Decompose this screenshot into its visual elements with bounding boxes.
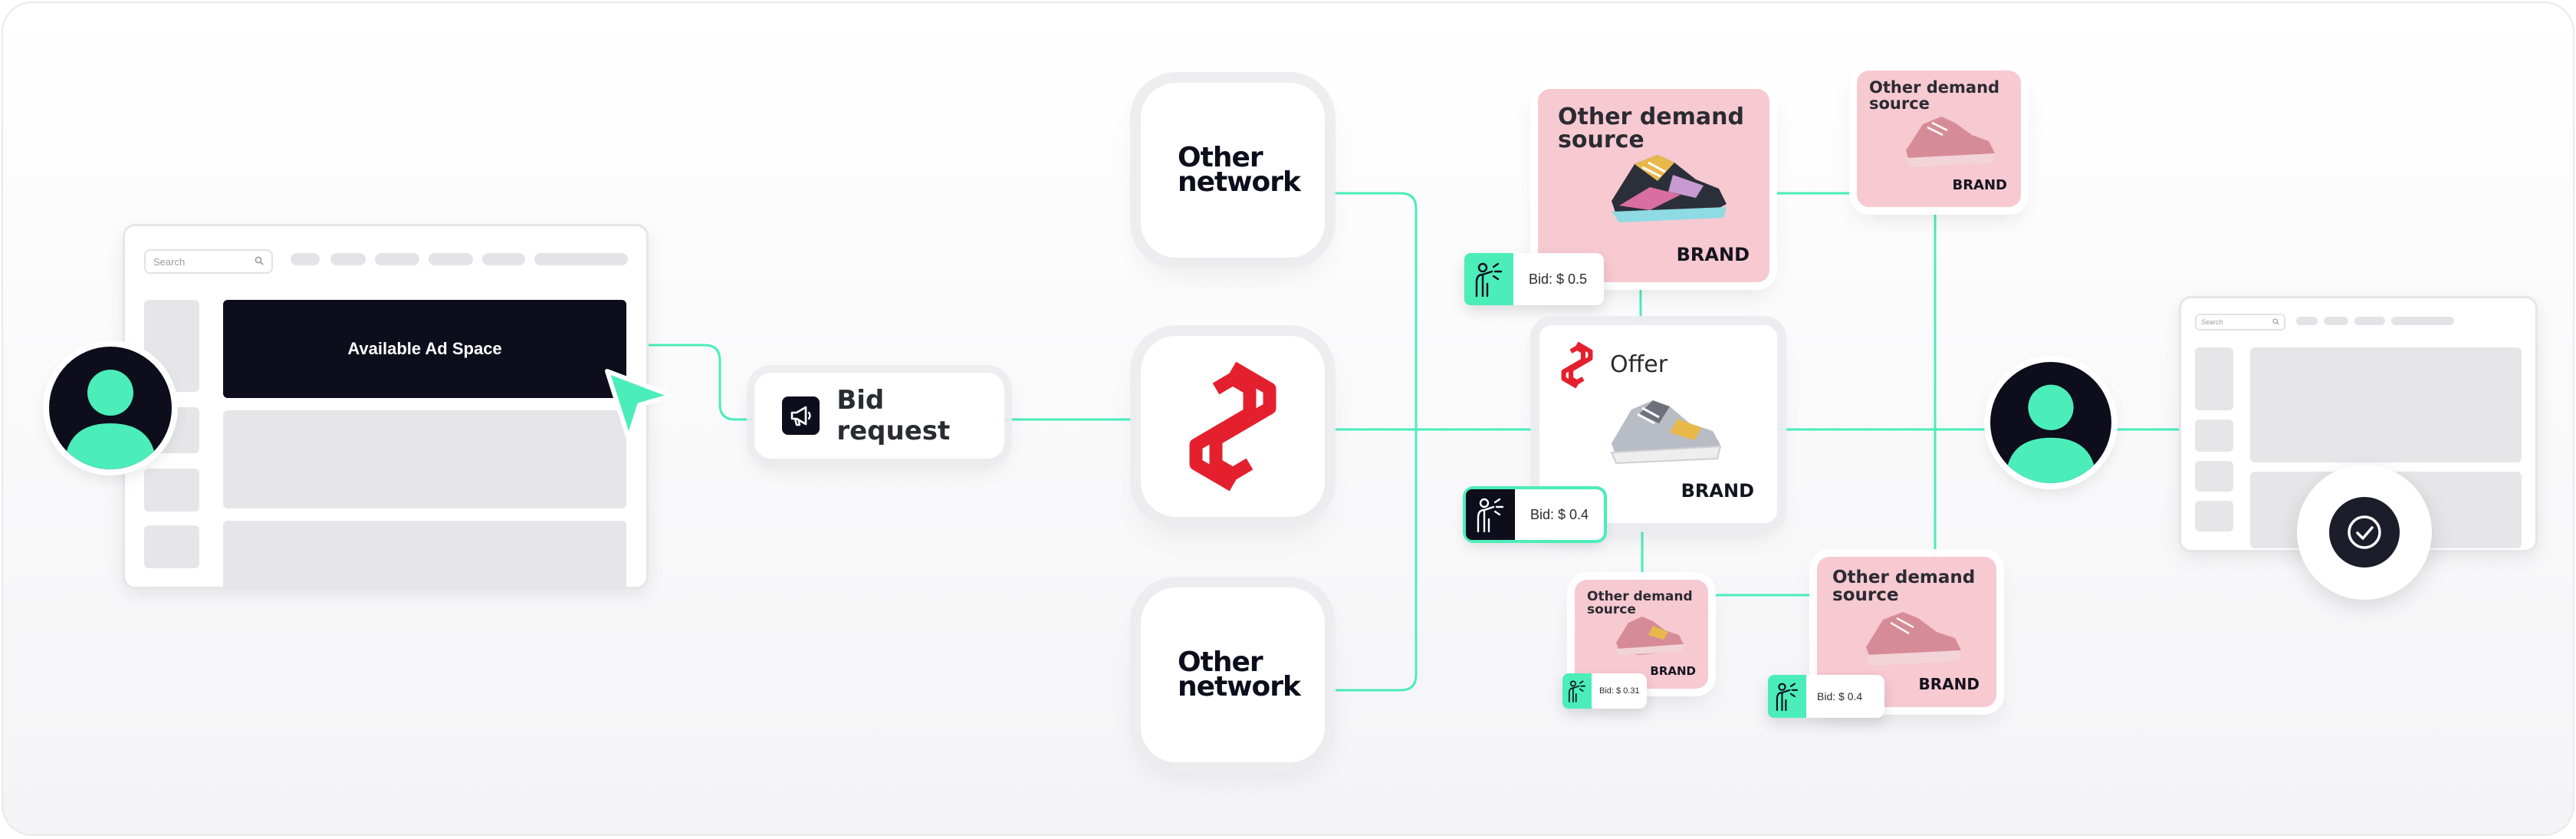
nav-placeholder [534, 253, 628, 265]
network-label: Other network [1178, 647, 1301, 702]
bidder-icon [1768, 675, 1806, 718]
user-avatar-icon [2005, 384, 2097, 483]
demand-source-card[interactable]: Other demand source BRAND [1538, 89, 1769, 282]
network-label-line1: Other [1178, 142, 1263, 173]
nav-placeholder [330, 253, 366, 265]
sidebar-placeholder [2195, 420, 2233, 452]
confirmation-badge [2297, 465, 2432, 600]
demand-source-title: Other demand source [1832, 569, 1975, 604]
search-placeholder: Search [2201, 318, 2223, 326]
bid-tag: Bid: $ 0.4 [1768, 675, 1884, 718]
check-circle-icon [2329, 497, 2400, 568]
nav-placeholder [429, 253, 473, 265]
title-line2: source [1832, 585, 1899, 605]
offer-title: Offer [1610, 351, 1668, 378]
user-avatar-left [49, 347, 172, 469]
title-line1: Other demand [1558, 104, 1744, 130]
search-placeholder: Search [153, 255, 186, 268]
bid-request-card[interactable]: Bid request [754, 373, 1004, 459]
brand-label: BRAND [1650, 664, 1696, 678]
network-label-line2: network [1178, 671, 1301, 702]
wire-network-top [1332, 192, 1418, 429]
bid-tag: Bid: $ 0.31 [1562, 673, 1647, 709]
search-icon [2272, 318, 2279, 327]
nav-placeholder [2324, 317, 2348, 325]
sidebar-placeholder [2195, 501, 2233, 531]
title-line1: Other demand [1587, 589, 1693, 604]
user-avatar-icon [64, 370, 156, 469]
sneaker-image [1866, 612, 1961, 666]
publisher-webpage: Search Available Ad Space [123, 224, 649, 589]
wire-network-bottom [1332, 426, 1418, 692]
network-label: Other network [1178, 142, 1301, 198]
sneaker-image [1610, 400, 1722, 465]
demand-source-title: Other demand source [1587, 591, 1693, 617]
red-s-logo-icon [1189, 361, 1276, 492]
sneaker-image [1616, 617, 1684, 655]
search-icon [255, 256, 264, 268]
connector-lines [626, 192, 2180, 692]
sneaker-image [1906, 117, 1995, 167]
available-ad-space[interactable]: Available Ad Space [223, 300, 626, 398]
network-label-line1: Other [1178, 647, 1263, 678]
sidebar-placeholder [144, 469, 199, 512]
sidebar-placeholder [2195, 461, 2233, 492]
bidder-icon [1562, 673, 1592, 709]
other-network-bottom[interactable]: Other network [1141, 587, 1325, 762]
brand-label: BRAND [1952, 177, 2007, 193]
brand-label: BRAND [1681, 480, 1754, 502]
search-input[interactable]: Search [144, 249, 273, 274]
demand-source-title: Other demand source [1558, 106, 1744, 152]
cursor-arrow-icon [605, 369, 674, 441]
bid-amount: Bid: $ 0.4 [1817, 690, 1863, 702]
primary-network-card[interactable] [1141, 336, 1325, 517]
bidder-icon [1466, 489, 1515, 540]
offer-card[interactable]: Offer BRAND [1539, 325, 1777, 523]
title-line2: source [1558, 127, 1644, 153]
megaphone-icon [782, 396, 820, 435]
demand-source-card[interactable]: Other demand source BRAND [1857, 71, 2021, 207]
title-line2: source [1587, 602, 1636, 617]
search-input[interactable]: Search [2195, 314, 2285, 331]
content-placeholder [223, 410, 626, 508]
brand-label: BRAND [1676, 244, 1750, 265]
red-s-logo-icon [1561, 341, 1593, 389]
bid-tag: Bid: $ 0.5 [1464, 253, 1604, 305]
title-line1: Other demand [1869, 78, 2000, 97]
nav-placeholder [291, 253, 320, 265]
content-placeholder [223, 521, 626, 587]
nav-placeholder [2391, 317, 2454, 325]
sneaker-image [1612, 155, 1727, 222]
other-network-top[interactable]: Other network [1141, 83, 1325, 258]
bid-amount: Bid: $ 0.31 [1599, 686, 1640, 696]
sidebar-placeholder [2195, 347, 2233, 410]
title-line1: Other demand [1832, 568, 1976, 587]
wire-adspace-to-bidrequest [626, 344, 757, 421]
demand-source-card[interactable]: Other demand source BRAND [1575, 580, 1708, 689]
winning-bid-tag: Bid: $ 0.4 [1466, 489, 1604, 540]
brand-label: BRAND [1918, 675, 1980, 693]
demand-source-title: Other demand source [1869, 80, 1999, 112]
network-label-line2: network [1178, 166, 1301, 198]
nav-placeholder [482, 253, 525, 265]
content-placeholder [2250, 347, 2522, 462]
nav-placeholder [375, 253, 419, 265]
nav-placeholder [2296, 317, 2318, 325]
bid-amount: Bid: $ 0.5 [1529, 271, 1588, 287]
nav-placeholder [2354, 317, 2385, 325]
title-line2: source [1869, 94, 1930, 113]
sidebar-placeholder [144, 525, 199, 568]
bidder-icon [1464, 253, 1513, 305]
user-avatar-right [1990, 362, 2111, 483]
bid-request-label: Bid request [836, 385, 951, 446]
bid-amount: Bid: $ 0.4 [1530, 506, 1589, 522]
